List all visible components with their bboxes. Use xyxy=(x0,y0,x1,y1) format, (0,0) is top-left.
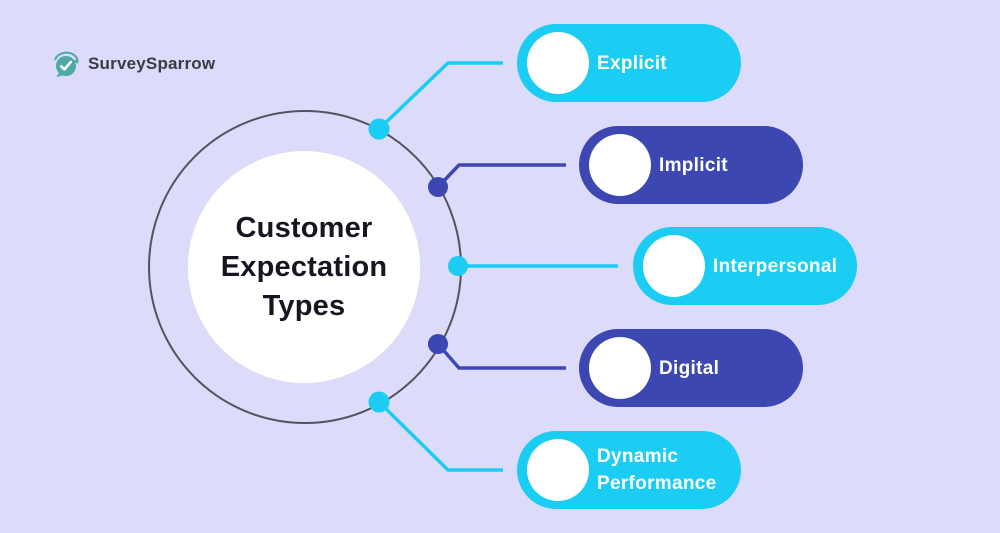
pill-label-explicit: Explicit xyxy=(597,52,667,74)
pill-dynamic-performance: Dynamic Performance xyxy=(517,431,741,509)
hub-circle: Customer Expectation Types xyxy=(188,151,420,383)
hub-title-line-2: Expectation xyxy=(220,250,388,283)
connector-explicit xyxy=(377,61,503,131)
pill-digital: Digital xyxy=(579,329,803,407)
pill-implicit: Implicit xyxy=(579,126,803,204)
pill-interpersonal: Interpersonal xyxy=(633,227,857,305)
hub-title-line-3: Types xyxy=(262,289,346,322)
pill-circle-digital xyxy=(589,337,651,399)
pill-explicit: Explicit xyxy=(517,24,741,102)
logo-wordmark: SurveySparrow xyxy=(88,54,216,73)
connector-dynamic-performance xyxy=(377,400,503,472)
pill-label-digital: Digital xyxy=(659,357,720,379)
pill-circle-interpersonal xyxy=(643,235,705,297)
pill-label-interpersonal: Interpersonal xyxy=(713,255,838,277)
surveysparrow-bird-check-icon xyxy=(54,51,79,77)
pill-circle-explicit xyxy=(527,32,589,94)
connector-implicit xyxy=(436,163,566,189)
pill-circle-implicit xyxy=(589,134,651,196)
surveysparrow-logo: SurveySparrow xyxy=(52,50,215,78)
connector-digital xyxy=(436,342,566,370)
pill-label-implicit: Implicit xyxy=(659,154,728,176)
hub-title-line-1: Customer xyxy=(235,211,373,244)
pill-circle-dynamic-performance xyxy=(527,439,589,501)
pill-label-dynamic-performance: Dynamic Performance xyxy=(597,446,717,494)
